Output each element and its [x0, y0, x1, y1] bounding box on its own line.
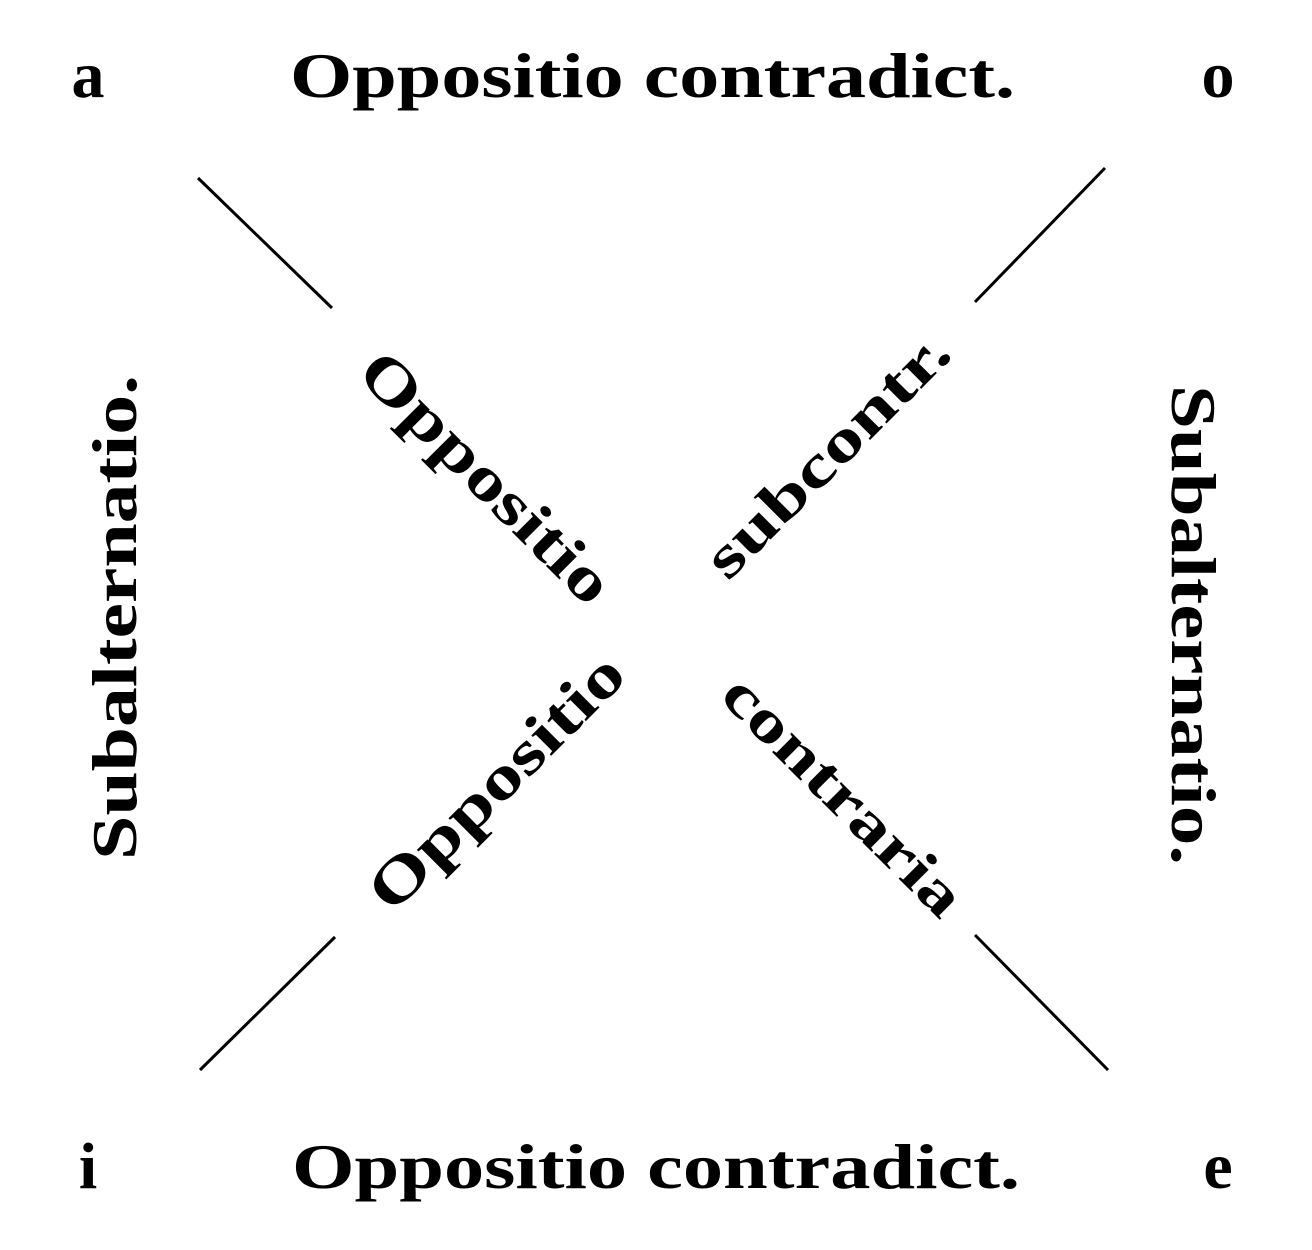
corner-o: o	[1202, 39, 1235, 112]
top-edge-label: Oppositio contradict.	[290, 40, 1015, 111]
corner-e: e	[1203, 1130, 1232, 1203]
diagonal-label-lower-right: contraria	[709, 661, 978, 930]
diagonal-label-upper-right: subcontr.	[691, 318, 964, 591]
left-edge-label: Subalternatio.	[79, 375, 150, 860]
diagonal-line-lower-left	[198, 935, 337, 1072]
diagonal-line-upper-left	[196, 176, 334, 310]
diagonal-label-lower-left: Oppositio	[354, 640, 639, 925]
bottom-edge-label: Oppositio contradict.	[292, 1131, 1020, 1202]
corner-a: a	[72, 39, 105, 112]
corner-i: i	[79, 1130, 97, 1203]
diagonal-line-lower-right	[973, 933, 1110, 1072]
right-edge-label: Subalternatio.	[1158, 385, 1229, 865]
diagonal-label-upper-left: Oppositio	[345, 337, 626, 618]
diagonal-line-upper-right	[973, 166, 1107, 304]
